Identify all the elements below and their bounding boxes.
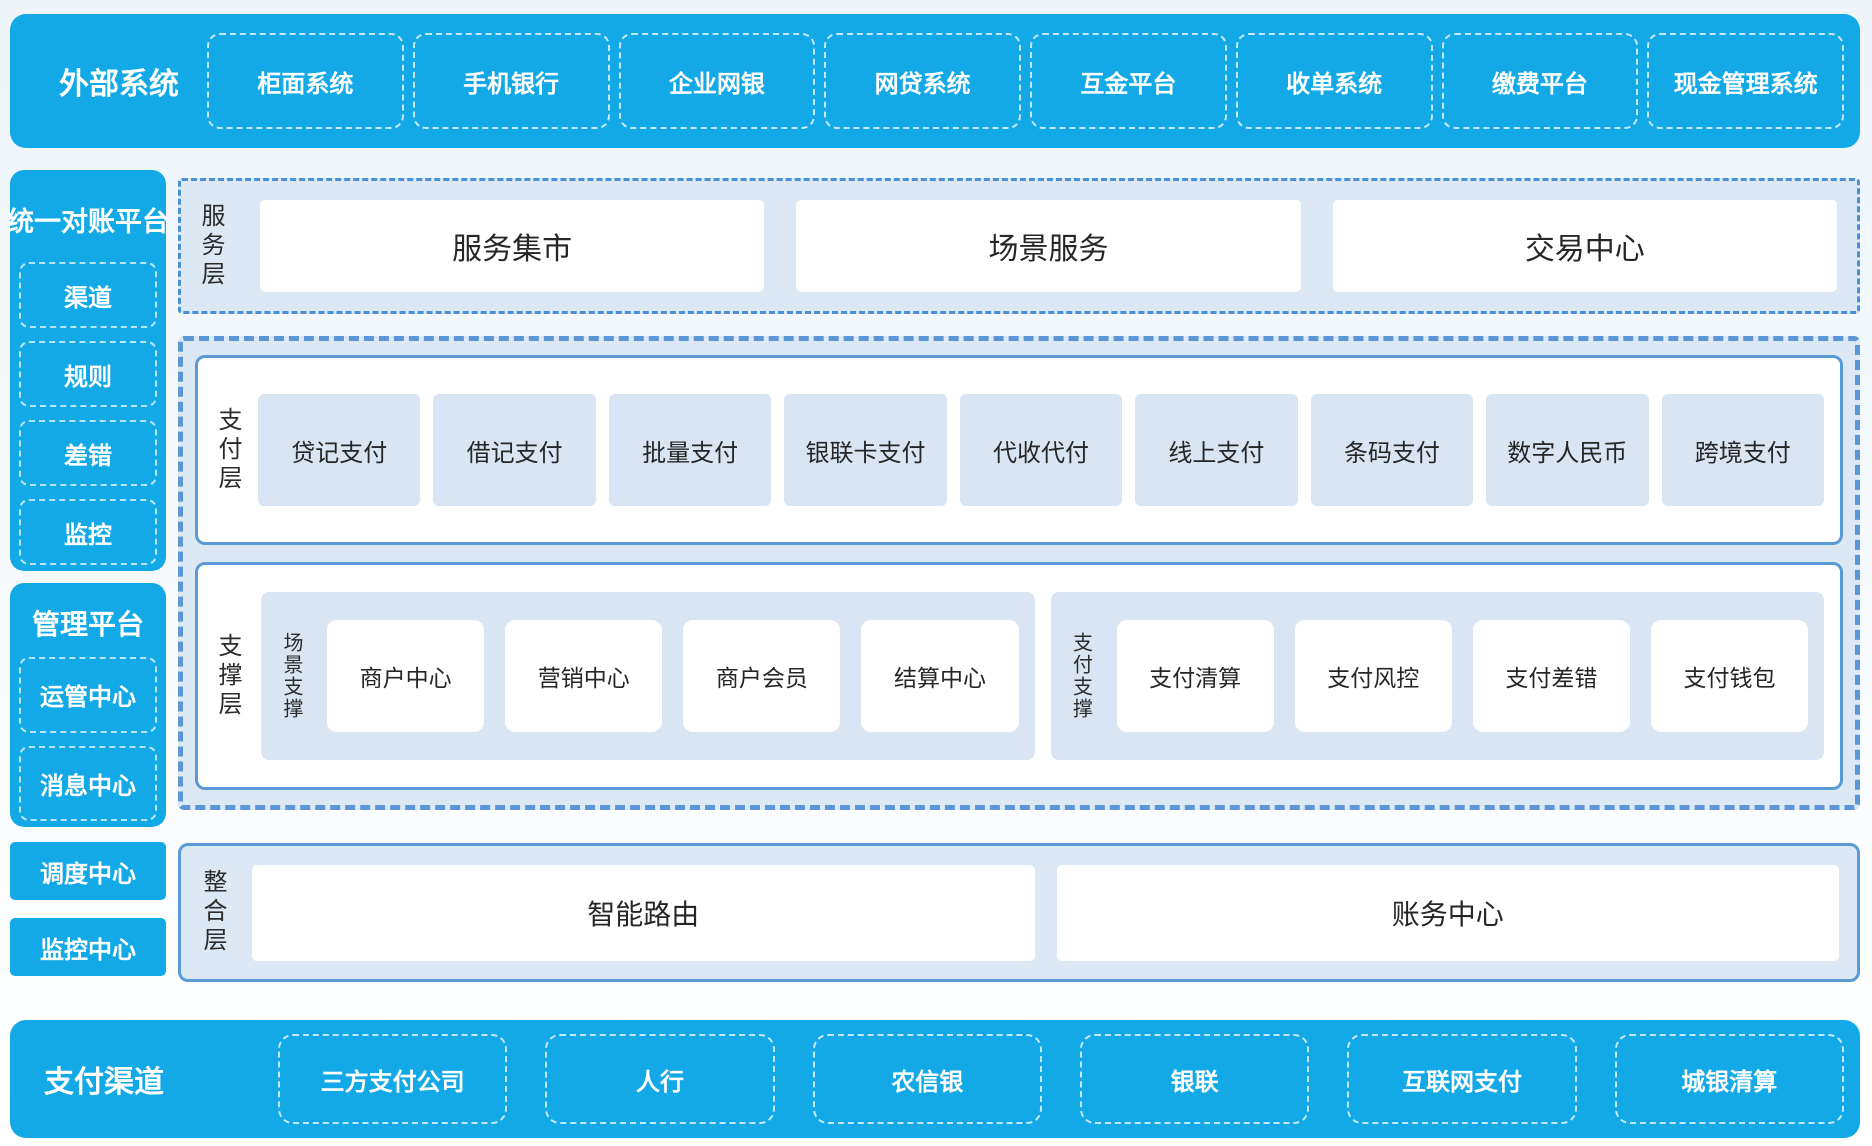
monitoring-center-block: 监控中心 bbox=[10, 918, 166, 976]
core-layers-container: 支付层 贷记支付借记支付批量支付银联卡支付代收代付线上支付条码支付数字人民币跨境… bbox=[178, 336, 1860, 810]
payment-channel-chip: 人行 bbox=[545, 1034, 775, 1124]
scheduling-center-block: 调度中心 bbox=[10, 842, 166, 900]
service-box: 交易中心 bbox=[1332, 200, 1837, 292]
payment-item: 条码支付 bbox=[1310, 394, 1474, 506]
support-layer-section: 支撑层 场景支撑 商户中心营销中心商户会员结算中心 支付支撑 支付清算支付风控支… bbox=[195, 562, 1843, 790]
payment-item: 借记支付 bbox=[433, 394, 596, 506]
support-layer-label: 支撑层 bbox=[214, 632, 241, 720]
payment-item: 代收代付 bbox=[959, 394, 1123, 506]
service-layer-section: 服务层 服务集市场景服务交易中心 bbox=[178, 178, 1860, 314]
management-chip: 消息中心 bbox=[19, 745, 157, 821]
reconciliation-chip: 规则 bbox=[19, 341, 157, 407]
payment-layer-items: 贷记支付借记支付批量支付银联卡支付代收代付线上支付条码支付数字人民币跨境支付 bbox=[258, 394, 1824, 506]
payment-item: 贷记支付 bbox=[258, 394, 421, 506]
scene-support-item: 营销中心 bbox=[505, 620, 663, 732]
service-layer-items: 服务集市场景服务交易中心 bbox=[260, 200, 1837, 292]
external-system-chip: 企业网银 bbox=[618, 33, 816, 129]
reconciliation-chip: 渠道 bbox=[19, 262, 157, 328]
payment-layer-label: 支付层 bbox=[214, 406, 241, 494]
external-systems-bar: 外部系统 柜面系统手机银行企业网银网贷系统互金平台收单系统缴费平台现金管理系统 bbox=[10, 14, 1860, 148]
payment-channel-chip: 城银清算 bbox=[1614, 1034, 1844, 1124]
scene-support-label: 场景支撑 bbox=[280, 632, 302, 720]
payment-support-items: 支付清算支付风控支付差错支付钱包 bbox=[1116, 620, 1808, 732]
management-platform-title: 管理平台 bbox=[31, 609, 144, 640]
payment-support-item: 支付清算 bbox=[1116, 620, 1274, 732]
payment-item: 线上支付 bbox=[1135, 394, 1298, 506]
integration-layer-items: 智能路由账务中心 bbox=[252, 864, 1839, 961]
payment-channels-bar: 支付渠道 三方支付公司人行农信银银联互联网支付城银清算 bbox=[10, 1020, 1860, 1138]
reconciliation-chip: 差错 bbox=[19, 420, 157, 486]
service-box: 场景服务 bbox=[796, 200, 1301, 292]
service-layer-label: 服务层 bbox=[197, 202, 224, 290]
integration-layer-section: 整合层 智能路由账务中心 bbox=[178, 843, 1860, 982]
management-platform-panel: 管理平台 运管中心消息中心 bbox=[10, 583, 166, 827]
external-system-chip: 手机银行 bbox=[412, 33, 610, 129]
scene-support-group: 场景支撑 商户中心营销中心商户会员结算中心 bbox=[261, 592, 1035, 760]
reconciliation-chip: 监控 bbox=[19, 499, 157, 565]
reconciliation-platform-panel: 统一对账平台 渠道规则差错监控 bbox=[7, 170, 169, 571]
payment-item: 跨境支付 bbox=[1661, 394, 1824, 506]
payment-support-item: 支付差错 bbox=[1472, 620, 1630, 732]
management-chip: 运管中心 bbox=[19, 657, 157, 733]
payment-support-item: 支付风控 bbox=[1294, 620, 1452, 732]
reconciliation-platform-title: 统一对账平台 bbox=[7, 206, 169, 237]
payment-channel-chip: 互联网支付 bbox=[1347, 1034, 1577, 1124]
payment-channel-chip: 三方支付公司 bbox=[278, 1034, 508, 1124]
payment-item: 银联卡支付 bbox=[784, 394, 947, 506]
scene-support-item: 结算中心 bbox=[861, 620, 1019, 732]
external-system-chip: 互金平台 bbox=[1030, 33, 1227, 129]
payment-support-group: 支付支撑 支付清算支付风控支付差错支付钱包 bbox=[1050, 592, 1824, 760]
external-system-chip: 现金管理系统 bbox=[1647, 33, 1844, 129]
external-system-chip: 缴费平台 bbox=[1441, 33, 1639, 129]
payment-channel-chip: 农信银 bbox=[812, 1034, 1042, 1124]
scene-support-items: 商户中心营销中心商户会员结算中心 bbox=[327, 620, 1019, 732]
management-items: 运管中心消息中心 bbox=[19, 657, 157, 821]
scene-support-item: 商户会员 bbox=[683, 620, 841, 732]
payment-support-item: 支付钱包 bbox=[1650, 620, 1808, 732]
service-box: 服务集市 bbox=[260, 200, 765, 292]
integration-layer-label: 整合层 bbox=[199, 869, 226, 956]
reconciliation-items: 渠道规则差错监控 bbox=[19, 262, 157, 565]
payment-channel-chip: 银联 bbox=[1079, 1034, 1310, 1124]
payment-layer-section: 支付层 贷记支付借记支付批量支付银联卡支付代收代付线上支付条码支付数字人民币跨境… bbox=[195, 355, 1843, 545]
integration-box: 智能路由 bbox=[252, 864, 1035, 961]
payment-item: 批量支付 bbox=[608, 394, 772, 506]
payment-channels-title: 支付渠道 bbox=[44, 1066, 164, 1099]
scene-support-item: 商户中心 bbox=[327, 620, 485, 732]
payment-channels-items: 三方支付公司人行农信银银联互联网支付城银清算 bbox=[278, 1034, 1844, 1124]
integration-box: 账务中心 bbox=[1056, 864, 1839, 961]
payment-item: 数字人民币 bbox=[1486, 394, 1649, 506]
external-system-chip: 网贷系统 bbox=[824, 33, 1021, 129]
external-system-chip: 收单系统 bbox=[1235, 33, 1433, 129]
external-systems-items: 柜面系统手机银行企业网银网贷系统互金平台收单系统缴费平台现金管理系统 bbox=[207, 33, 1844, 129]
external-system-chip: 柜面系统 bbox=[207, 33, 404, 129]
payment-support-label: 支付支撑 bbox=[1069, 632, 1092, 720]
external-systems-title: 外部系统 bbox=[59, 68, 179, 101]
